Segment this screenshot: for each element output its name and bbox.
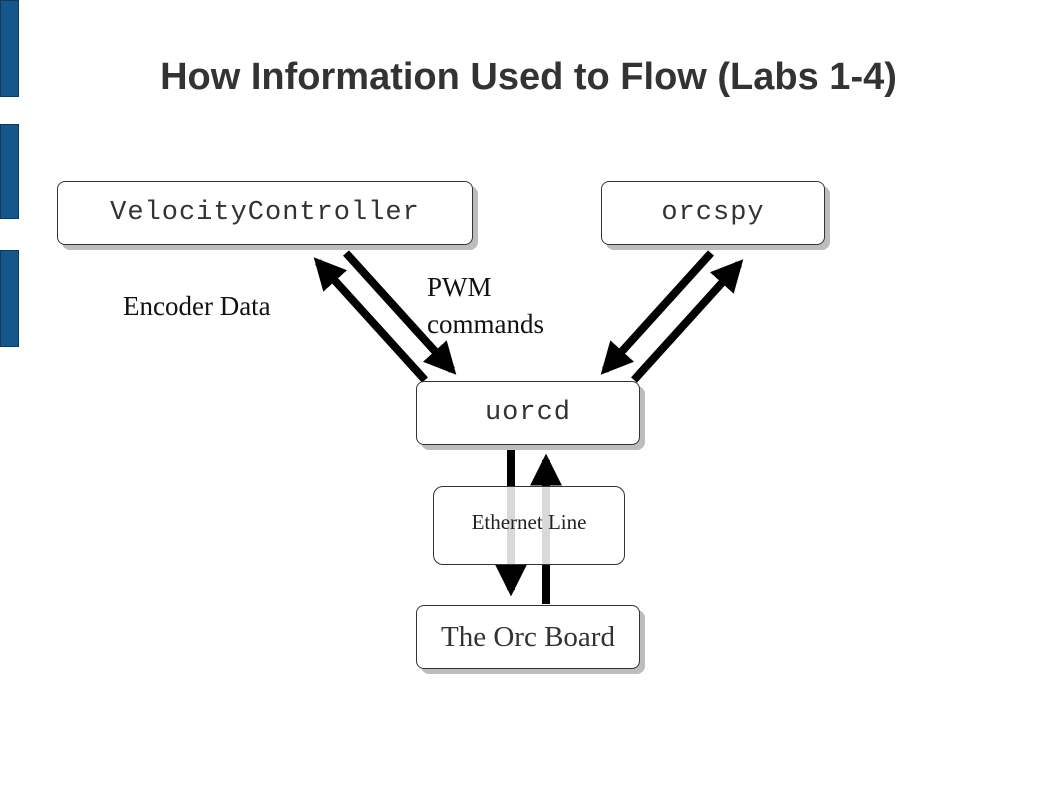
side-tab-2 xyxy=(0,124,19,219)
uorcd-box: uorcd xyxy=(416,381,640,445)
encoder-data-label: Encoder Data xyxy=(123,291,271,321)
orc-board-box: The Orc Board xyxy=(416,605,640,669)
pwm-commands-arrow xyxy=(343,250,457,375)
pwm-label: PWM xyxy=(427,272,492,302)
ethernet-line-label: Ethernet Line xyxy=(471,510,587,534)
velocity-controller-box: VelocityController xyxy=(57,181,473,245)
commands-label: commands xyxy=(427,309,544,339)
encoder-data-arrow xyxy=(313,257,428,383)
orcspy-to-uorcd-arrow xyxy=(600,250,714,375)
ethernet-line-box xyxy=(433,486,625,565)
uorcd-to-orcspy-arrow xyxy=(631,259,744,383)
side-tab-1 xyxy=(0,0,19,97)
orcspy-box: orcspy xyxy=(601,181,825,245)
side-tab-3 xyxy=(0,250,19,347)
slide-title: How Information Used to Flow (Labs 1-4) xyxy=(160,56,897,98)
ethernet-overlay xyxy=(433,486,625,565)
